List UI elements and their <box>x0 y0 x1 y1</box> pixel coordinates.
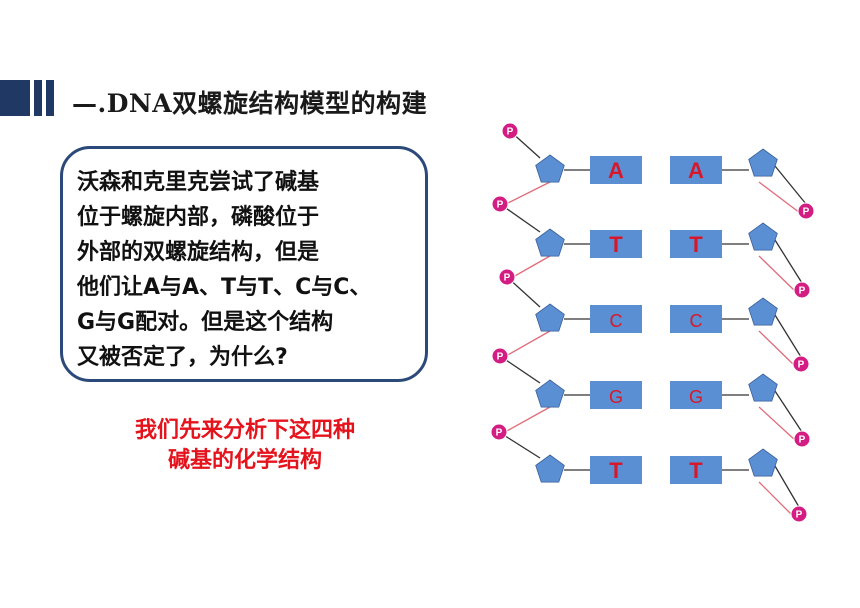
right-phosphodiester-line <box>758 255 797 293</box>
question-box: 沃森和克里克尝试了碱基 位于螺旋内部，磷酸位于 外部的双螺旋结构，但是 他们让A… <box>60 146 428 382</box>
right-backbone-line <box>774 390 803 433</box>
right-sugar-pentagon <box>748 148 778 177</box>
slide-title: —.DNA双螺旋结构模型的构建 <box>72 89 428 118</box>
left-base-letter: T <box>609 232 623 257</box>
right-phosphate-label: P <box>799 435 806 446</box>
right-phosphate-circle <box>793 430 811 448</box>
left-base-rect <box>590 381 642 409</box>
left-sugar-pentagon <box>535 379 565 408</box>
left-phosphate-label: P <box>507 127 514 138</box>
right-sugar-pentagon <box>748 222 778 251</box>
left-sugar-pentagon <box>535 154 565 183</box>
title-accent-bar <box>46 80 54 116</box>
left-phosphodiester-line <box>504 406 551 433</box>
left-phosphate-circle <box>501 122 519 140</box>
right-base-letter: G <box>689 387 703 407</box>
right-sugar-pentagon <box>748 448 778 477</box>
right-phosphodiester-line <box>758 481 794 517</box>
left-base-letter: T <box>609 458 623 483</box>
right-base-rect <box>670 156 722 184</box>
right-phosphodiester-line <box>758 330 796 367</box>
right-base-letter: A <box>688 158 704 183</box>
right-sugar-pentagon <box>748 373 778 402</box>
left-phosphodiester-line <box>505 181 551 205</box>
right-phosphate-label: P <box>798 360 805 371</box>
left-phosphate-label: P <box>504 273 511 284</box>
left-base-letter: C <box>610 311 623 331</box>
right-backbone-line <box>774 165 807 205</box>
right-backbone-line <box>774 314 802 358</box>
right-phosphate-label: P <box>796 510 803 521</box>
right-base-rect <box>670 230 722 258</box>
left-sugar-pentagon <box>535 454 565 483</box>
right-phosphate-circle <box>792 355 810 373</box>
question-text: 沃森和克里克尝试了碱基 位于螺旋内部，磷酸位于 外部的双螺旋结构，但是 他们让A… <box>77 170 372 370</box>
right-base-rect <box>670 381 722 409</box>
right-phosphate-circle <box>793 281 811 299</box>
left-phosphate-circle <box>490 423 508 441</box>
left-phosphate-label: P <box>496 428 503 439</box>
right-base-letter: C <box>690 311 703 331</box>
left-sugar-pentagon <box>535 303 565 332</box>
left-phosphate-circle <box>491 347 509 365</box>
left-sugar-pentagon <box>535 228 565 257</box>
left-base-rect <box>590 305 642 333</box>
right-phosphodiester-line <box>758 181 801 214</box>
right-backbone-line <box>774 465 800 508</box>
right-phosphate-circle <box>797 202 815 220</box>
left-base-rect <box>590 156 642 184</box>
right-backbone-line <box>774 239 803 284</box>
left-phosphate-label: P <box>497 352 504 363</box>
right-phosphate-circle <box>790 505 808 523</box>
right-phosphate-label: P <box>799 286 806 297</box>
right-base-rect <box>670 305 722 333</box>
title-accent-bar <box>0 80 30 116</box>
title-accent-bar <box>34 80 42 116</box>
left-phosphate-label: P <box>497 200 504 211</box>
left-phosphodiester-line <box>505 330 551 357</box>
right-phosphodiester-line <box>758 406 797 442</box>
left-base-letter: A <box>608 158 624 183</box>
left-phosphate-circle <box>491 195 509 213</box>
right-base-letter: T <box>689 232 703 257</box>
left-phosphate-circle <box>498 268 516 286</box>
right-sugar-pentagon <box>748 297 778 326</box>
left-base-letter: G <box>609 387 623 407</box>
right-phosphate-label: P <box>803 207 810 218</box>
hint-text: 我们先来分析下这四种 碱基的化学结构 <box>134 418 355 473</box>
left-base-rect <box>590 230 642 258</box>
right-base-letter: T <box>689 458 703 483</box>
right-base-rect <box>670 456 722 484</box>
left-phosphodiester-line <box>512 255 551 278</box>
left-base-rect <box>590 456 642 484</box>
